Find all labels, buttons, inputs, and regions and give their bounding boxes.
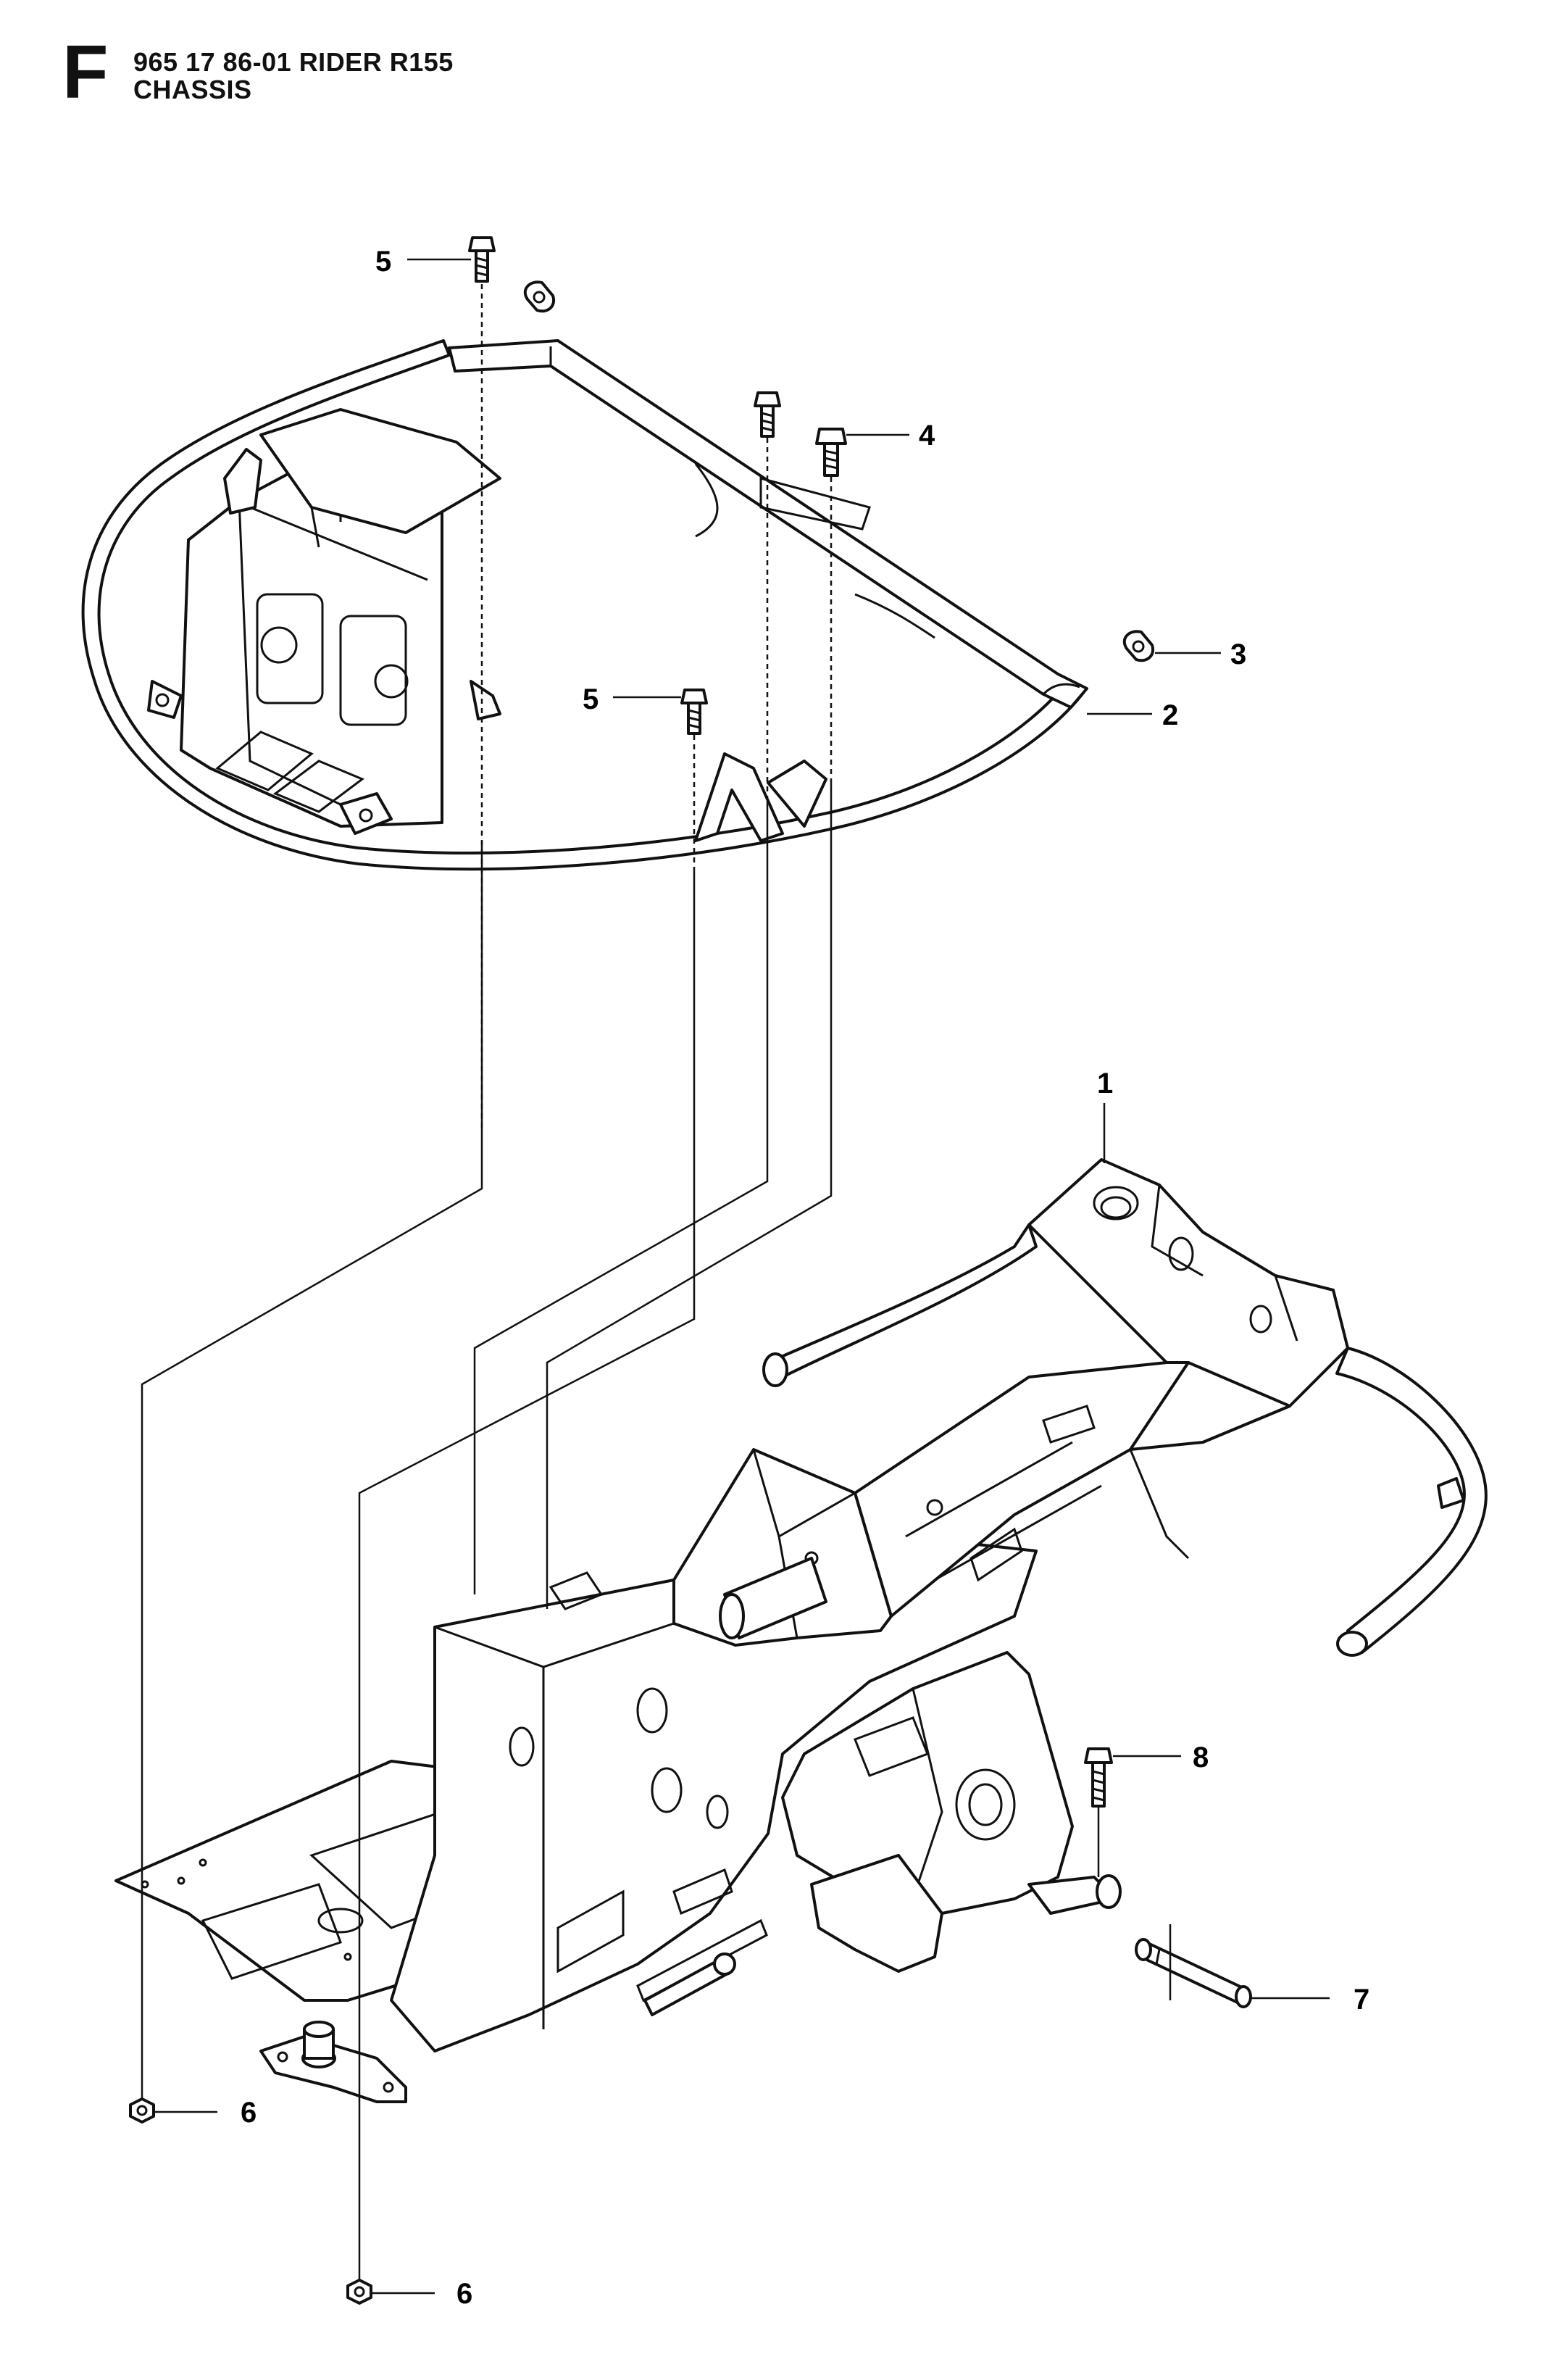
bolt-part-5-top — [468, 236, 496, 283]
diagram-header: F 965 17 86-01 RIDER R155 CHASSIS — [0, 0, 1568, 145]
chassis-axle-bracket — [781, 1651, 1074, 1915]
callout-label: 2 — [1162, 699, 1178, 731]
chassis-steering-tower — [1027, 1158, 1349, 1444]
seat-clip-upper — [523, 280, 556, 313]
section-letter: F — [62, 30, 109, 115]
callout-label: 5 — [583, 683, 599, 715]
callout-leaders — [155, 258, 1330, 2295]
callout-label: 1 — [1097, 1068, 1113, 1099]
callout-label: 5 — [375, 246, 391, 278]
seat-frame-right-rail — [448, 339, 1088, 709]
callout-labels: 1 2 3 4 5 5 6 6 7 8 — [241, 246, 1369, 2310]
callout-label: 7 — [1354, 1984, 1369, 2016]
main-chassis-part-1 — [114, 1158, 1488, 2103]
pivot-pin-part-7 — [1135, 1938, 1252, 2008]
model-title: 965 17 86-01 RIDER R155 — [133, 47, 454, 77]
seat-clip-part-3 — [1122, 630, 1155, 662]
chassis-grab-tube-left — [767, 1223, 1038, 1378]
callout-label: 8 — [1193, 1742, 1209, 1773]
bolt-part-4 — [815, 428, 847, 477]
bolt-part-8 — [1084, 1747, 1113, 1808]
assembly-guide-lines — [141, 284, 1172, 2280]
bolt-part-4-pair — [754, 391, 781, 438]
seat-frame-tube — [81, 339, 1087, 871]
callout-label: 4 — [919, 420, 935, 452]
nut-part-6-left — [129, 2097, 155, 2124]
callout-label: 6 — [241, 2097, 257, 2129]
bolt-part-5-mid — [680, 689, 708, 735]
section-title: CHASSIS — [133, 75, 252, 104]
callout-label: 3 — [1230, 639, 1246, 670]
nut-part-6-bottom — [346, 2279, 372, 2305]
callout-label: 6 — [456, 2278, 472, 2310]
seat-frame-assembly — [81, 280, 1155, 871]
